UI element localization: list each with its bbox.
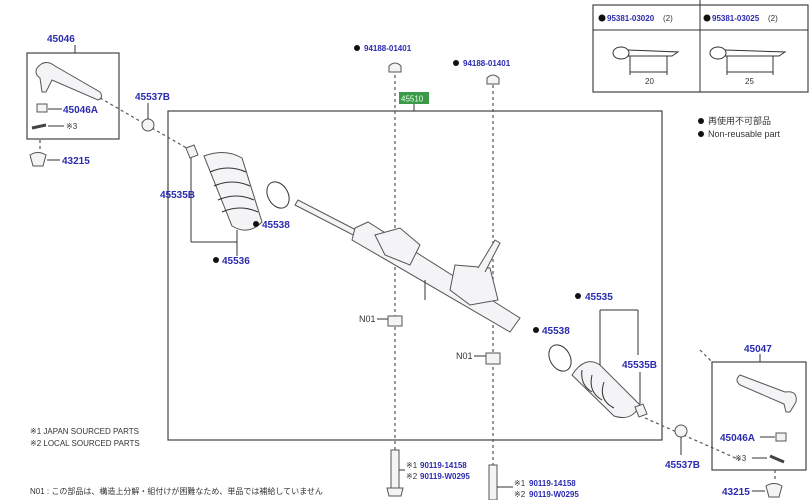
- left-boot-link[interactable]: 45536: [222, 256, 250, 267]
- bolt1-part-link-2[interactable]: 90119-W0295: [420, 472, 470, 481]
- pin-part-link-1[interactable]: 95381-03020: [607, 14, 655, 23]
- right-boot-link[interactable]: 45535: [585, 292, 613, 303]
- legend-en: Non-reusable part: [708, 129, 781, 139]
- bolt-icon: [488, 464, 498, 500]
- cotter-pin-table: 95381-03020 (2) 95381-03025 (2) 20 25: [592, 0, 809, 93]
- non-reusable-bullet-icon: [453, 60, 459, 66]
- right-tie-rod-end-link[interactable]: 45047: [744, 344, 772, 355]
- top-nut-link-2[interactable]: 94188-01401: [463, 59, 511, 68]
- n01-note: N01 : この部品は、構造上分解・組付けが困難なため、単品では補給していません: [30, 486, 323, 496]
- boot-icon: [203, 152, 263, 231]
- nut-icon: [36, 103, 48, 113]
- non-reusable-bullet-icon: [703, 14, 711, 22]
- right-lock-nut-link[interactable]: 45537B: [665, 460, 700, 471]
- right-pin-note: ※3: [735, 454, 747, 463]
- left-tie-rod-end-link[interactable]: 45046: [47, 34, 75, 45]
- non-reusable-bullet-icon: [575, 293, 581, 299]
- footnote-1: ※1 JAPAN SOURCED PARTS: [30, 427, 139, 436]
- bolt1-mark2: ※2: [406, 472, 418, 481]
- clamp-icon: [185, 144, 199, 159]
- left-ring-link[interactable]: 45538: [262, 220, 290, 231]
- left-tie-rod-end-box: [26, 52, 120, 140]
- right-clamp-link[interactable]: 45535B: [622, 360, 657, 371]
- ring-icon: [266, 181, 290, 209]
- nut-icon: [485, 352, 501, 365]
- tie-rod-end-icon: [736, 374, 797, 413]
- legend-bullet-icon: [698, 118, 704, 124]
- left-nut-link[interactable]: 45046A: [63, 105, 98, 116]
- left-pin-note: ※3: [66, 122, 78, 131]
- bolt2-part-link-2[interactable]: 90119-W0295: [529, 490, 579, 499]
- footnote-2: ※2 LOCAL SOURCED PARTS: [30, 439, 140, 448]
- pin-dimension-2: 25: [745, 77, 754, 86]
- non-reusable-bullet-icon: [598, 14, 606, 22]
- cotter-pin-icon: [709, 46, 787, 75]
- right-nut-link[interactable]: 45046A: [720, 433, 755, 444]
- ring-icon: [548, 344, 572, 372]
- pin-qty-1: (2): [663, 14, 673, 23]
- legend-jp: 再使用不可部品: [708, 115, 771, 126]
- nut-icon: [486, 74, 500, 85]
- bolt-icon: [386, 449, 404, 497]
- steering-rack-icon: [294, 199, 521, 333]
- n01-label-1: N01: [359, 314, 376, 324]
- left-boot-cap-link[interactable]: 43215: [62, 156, 90, 167]
- pin-qty-2: (2): [768, 14, 778, 23]
- non-reusable-bullet-icon: [533, 327, 539, 333]
- nut-icon: [775, 432, 787, 442]
- top-nut-link-1[interactable]: 94188-01401: [364, 44, 412, 53]
- lock-nut-icon: [141, 118, 155, 132]
- bolt2-part-link-1[interactable]: 90119-14158: [529, 479, 576, 488]
- left-lock-nut-link[interactable]: 45537B: [135, 92, 170, 103]
- boot-cap-icon: [765, 483, 783, 498]
- non-reusable-bullet-icon: [354, 45, 360, 51]
- legend-bullet-icon: [698, 131, 704, 137]
- left-clamp-link[interactable]: 45535B: [160, 190, 195, 201]
- bolt1-mark1: ※1: [406, 461, 418, 470]
- non-reusable-bullet-icon: [253, 221, 259, 227]
- right-tie-rod-end-box: [711, 361, 807, 471]
- bolt2-mark1: ※1: [514, 479, 526, 488]
- non-reusable-bullet-icon: [213, 257, 219, 263]
- tie-rod-end-icon: [35, 62, 103, 101]
- clamp-icon: [634, 403, 648, 418]
- pin-dimension-1: 20: [645, 77, 654, 86]
- cotter-pin-icon: [612, 46, 680, 75]
- n01-label-2: N01: [456, 351, 473, 361]
- pin-part-link-2[interactable]: 95381-03025: [712, 14, 760, 23]
- main-part-badge[interactable]: [399, 92, 429, 104]
- assembly-frame: [167, 110, 663, 441]
- nut-icon: [387, 315, 403, 327]
- right-boot-cap-link[interactable]: 43215: [722, 487, 750, 498]
- main-part-number[interactable]: 45510: [401, 95, 424, 104]
- right-ring-link[interactable]: 45538: [542, 326, 570, 337]
- bolt2-mark2: ※2: [514, 490, 526, 499]
- lock-nut-icon: [674, 424, 688, 438]
- nut-icon: [388, 62, 402, 73]
- bolt1-part-link-1[interactable]: 90119-14158: [420, 461, 467, 470]
- boot-cap-icon: [29, 152, 47, 167]
